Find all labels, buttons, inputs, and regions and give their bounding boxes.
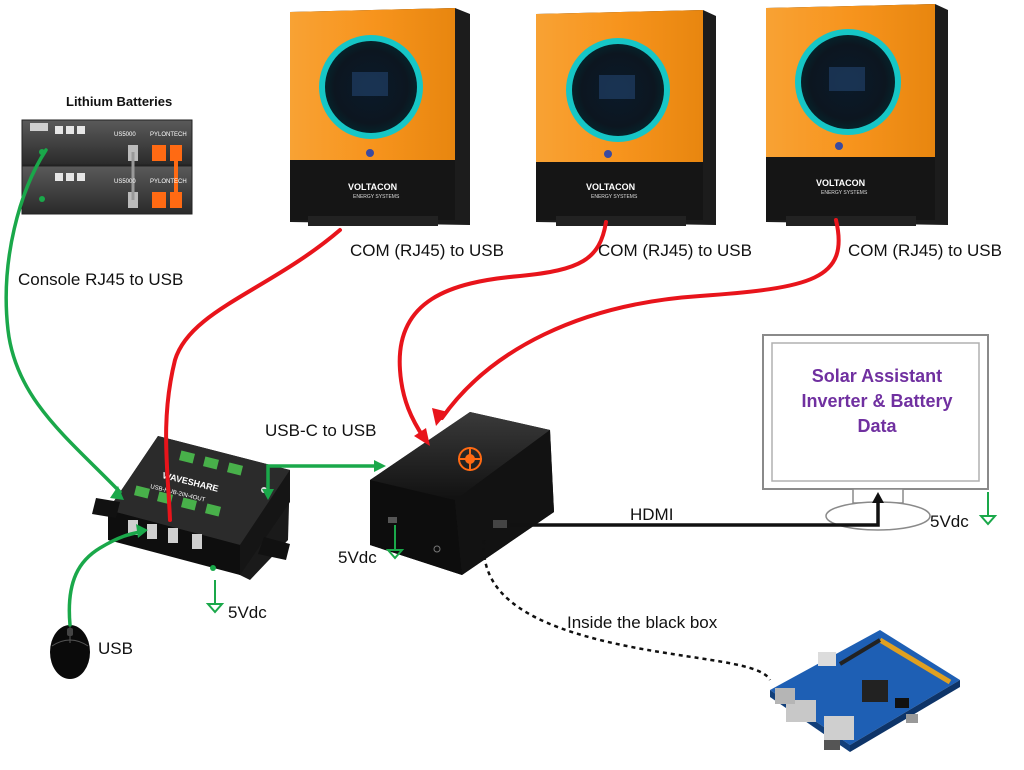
ground-icon-hub	[205, 580, 225, 614]
monitor-line-2: Inverter & Battery	[801, 391, 952, 411]
inverter-2	[536, 10, 716, 226]
label-power-hub: 5Vdc	[228, 603, 267, 622]
battery-brand-top: PYLONTECH	[150, 132, 187, 138]
dotted-link	[482, 539, 772, 681]
cable-console	[4, 148, 122, 494]
usb-hub	[92, 436, 290, 580]
label-com-3: COM (RJ45) to USB	[848, 241, 1002, 260]
inverter-3-subtitle: ENERGY SYSTEMS	[821, 190, 868, 196]
cable-com-3	[440, 218, 841, 420]
cable-mouse	[67, 530, 142, 627]
label-inside-box: Inside the black box	[567, 613, 718, 632]
cable-com-2	[397, 220, 608, 440]
label-usbc: USB-C to USB	[265, 421, 376, 440]
monitor-line-3: Data	[857, 416, 897, 436]
cable-hdmi	[510, 500, 880, 527]
label-power-pi: 5Vdc	[338, 548, 377, 567]
arrow-console	[110, 486, 124, 500]
ground-icon-pi	[385, 525, 405, 560]
cable-usbc	[266, 464, 380, 495]
label-usb-mouse: USB	[98, 639, 133, 658]
monitor-line-1: Solar Assistant	[812, 366, 942, 386]
inverter-1-subtitle: ENERGY SYSTEMS	[353, 194, 400, 200]
label-com-2: COM (RJ45) to USB	[598, 241, 752, 260]
orange-pi-board	[770, 630, 960, 752]
arrow-hdmi	[872, 492, 884, 503]
inverter-1	[290, 8, 470, 226]
arrow-com-2	[414, 428, 430, 446]
monitor	[762, 334, 989, 531]
battery-model-top: US5000	[114, 132, 136, 138]
label-console: Console RJ45 to USB	[18, 270, 183, 289]
label-com-1: COM (RJ45) to USB	[350, 241, 504, 260]
battery-model-bottom: US5000	[114, 179, 136, 185]
inverter-3	[766, 4, 948, 226]
arrow-com-3	[432, 408, 448, 426]
pi-case	[370, 412, 554, 575]
mouse-icon	[50, 625, 90, 679]
arrow-usbc	[374, 460, 386, 472]
inverter-1-brand: VOLTACON	[348, 182, 397, 192]
label-power-monitor: 5Vdc	[930, 512, 969, 531]
ground-icon-monitor	[978, 492, 998, 526]
battery-brand-bottom: PYLONTECH	[150, 179, 187, 185]
label-hdmi: HDMI	[630, 505, 673, 524]
inverter-3-brand: VOLTACON	[816, 178, 865, 188]
batteries-title: Lithium Batteries	[66, 94, 172, 109]
arrow-usbc-hub	[262, 489, 274, 500]
inverter-2-brand: VOLTACON	[586, 182, 635, 192]
cable-com-1	[164, 228, 342, 522]
lithium-batteries	[21, 119, 193, 215]
arrow-mouse	[136, 524, 148, 538]
inverter-2-subtitle: ENERGY SYSTEMS	[591, 194, 638, 200]
